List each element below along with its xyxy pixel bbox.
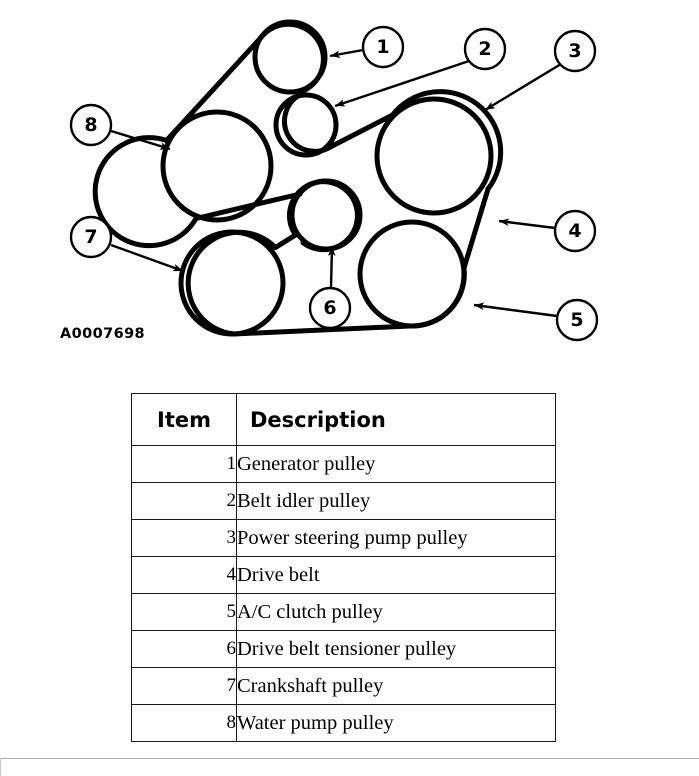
row-description: Generator pulley (236, 445, 556, 483)
crankshaft-pulley-outline (178, 229, 286, 337)
ac-clutch-pulley-outline (357, 219, 467, 329)
row-item-number: 1 (131, 445, 237, 483)
row-description: Drive belt tensioner pulley (236, 630, 556, 668)
callout-5-label: 5 (570, 309, 583, 331)
row-item-number: 2 (131, 482, 237, 520)
table-row: 1 Generator pulley (131, 445, 556, 483)
row-description: Crankshaft pulley (236, 667, 556, 705)
callout-7-label: 7 (84, 226, 97, 248)
page-bottom-rule (0, 758, 699, 759)
row-description: Power steering pump pulley (236, 519, 556, 557)
callout-bubbles: 1 2 3 4 5 (69, 25, 599, 342)
callout-6[interactable]: 6 (308, 286, 352, 330)
callout-8-label: 8 (84, 114, 97, 136)
row-item-number: 3 (131, 519, 237, 557)
table-row: 7 Crankshaft pulley (131, 667, 556, 705)
row-item-number: 4 (131, 556, 237, 594)
leader-line-5 (473, 302, 558, 318)
row-item-number: 5 (131, 593, 237, 631)
table-row: 3 Power steering pump pulley (131, 519, 556, 557)
callout-3-label: 3 (568, 40, 581, 62)
row-item-number: 6 (131, 630, 237, 668)
row-description: Water pump pulley (236, 704, 556, 742)
row-item-number: 8 (131, 704, 237, 742)
page-left-edge-rule (0, 758, 1, 776)
table-header-row: Item Description (131, 393, 556, 446)
leader-line-3 (484, 62, 562, 112)
callout-2[interactable]: 2 (463, 27, 507, 71)
callout-8[interactable]: 8 (69, 103, 113, 147)
parts-legend-table: Item Description 1 Generator pulley 2 Be… (131, 393, 556, 742)
row-description: A/C clutch pulley (236, 593, 556, 631)
header-item: Item (131, 393, 237, 446)
leader-line-7 (110, 243, 184, 273)
callout-6-label: 6 (323, 297, 336, 319)
callout-7[interactable]: 7 (69, 215, 113, 259)
table-row: 4 Drive belt (131, 556, 556, 594)
callout-3[interactable]: 3 (553, 29, 597, 73)
power-steering-pump-pulley-outline (374, 96, 494, 216)
leader-line-2 (334, 59, 470, 108)
generator-pulley-outline (252, 19, 328, 95)
pulley-outlines (160, 19, 494, 337)
drive-belt-tensioner-pulley-outline (289, 178, 363, 252)
table-row: 6 Drive belt tensioner pulley (131, 630, 556, 668)
table-row: 2 Belt idler pulley (131, 482, 556, 520)
callout-1[interactable]: 1 (361, 25, 405, 69)
callout-1-label: 1 (376, 36, 389, 58)
row-item-number: 7 (131, 667, 237, 705)
callout-4-label: 4 (568, 220, 581, 242)
callout-5[interactable]: 5 (555, 298, 599, 342)
leader-line-6 (327, 245, 336, 289)
table-row: 5 A/C clutch pulley (131, 593, 556, 631)
serpentine-belt-diagram: 1 2 3 4 5 (0, 0, 699, 372)
belt-routing-illustration: 1 2 3 4 5 (69, 19, 599, 342)
belt-idler-pulley-outline (273, 92, 339, 158)
table-row: 8 Water pump pulley (131, 704, 556, 742)
row-description: Belt idler pulley (236, 482, 556, 520)
leader-line-8 (110, 129, 171, 151)
leader-line-4 (498, 218, 556, 230)
diagram-id-label: A0007698 (60, 326, 146, 342)
header-description: Description (236, 393, 556, 446)
water-pump-pulley-outline (160, 109, 274, 223)
row-description: Drive belt (236, 556, 556, 594)
callout-4[interactable]: 4 (553, 209, 597, 253)
callout-2-label: 2 (478, 38, 491, 60)
callout-leader-lines (110, 48, 562, 318)
leader-line-1 (329, 48, 364, 58)
